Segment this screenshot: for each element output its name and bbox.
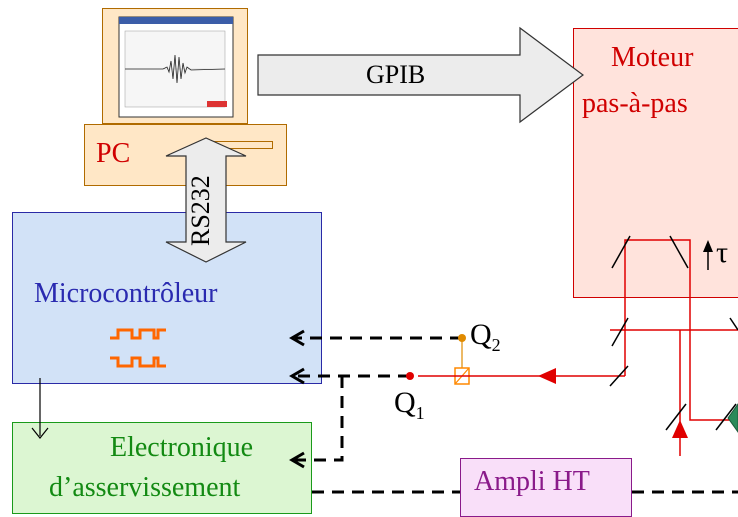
crystal-icon — [727, 403, 738, 433]
mirror-icon — [669, 235, 689, 269]
pc-label: PC — [96, 138, 131, 169]
mirror-icon — [729, 317, 738, 331]
gpib-label: GPIB — [366, 60, 426, 89]
q1-point — [406, 372, 414, 380]
mirror-icon — [611, 235, 631, 269]
beam-direction-arrow — [672, 420, 688, 438]
mirror-icon — [611, 317, 629, 347]
mirror-icon — [665, 403, 687, 431]
ampli-label: Ampli HT — [474, 466, 590, 497]
motor-block — [573, 28, 738, 298]
q2-letter: Q — [470, 318, 492, 351]
mirror-icon — [609, 365, 629, 387]
pc-screen — [118, 16, 234, 118]
laser-beam — [624, 239, 738, 421]
ampli-block — [460, 458, 632, 517]
microcontroller-label: Microcontrôleur — [34, 278, 218, 309]
q1-label: Q1 — [394, 386, 425, 424]
rs232-arrow — [165, 137, 247, 263]
q1-subscript: 1 — [415, 403, 425, 423]
gpib-arrow — [257, 26, 585, 124]
q1-to-electronics-dashed-line — [295, 376, 344, 462]
pulse-icon — [110, 356, 166, 368]
oscillation-trace — [125, 54, 226, 84]
beam-direction-arrow — [538, 368, 556, 384]
q1-letter: Q — [394, 386, 416, 419]
microcontroller-block — [12, 212, 322, 384]
rs232-label: RS232 — [186, 175, 215, 246]
electronics-block — [12, 422, 312, 514]
tau-label: τ — [716, 236, 729, 269]
electronics-label-line2: d’asservissement — [49, 472, 241, 503]
pc-monitor — [102, 8, 248, 124]
electronics-label-line1: Electronique — [110, 432, 254, 463]
pulse-icon — [110, 328, 166, 340]
motor-label-line1: Moteur — [611, 42, 694, 73]
motor-label-line2: pas-à-pas — [582, 88, 688, 119]
q2-subscript: 2 — [491, 335, 501, 355]
mirror-icon — [715, 403, 737, 431]
q2-label: Q2 — [470, 318, 501, 356]
